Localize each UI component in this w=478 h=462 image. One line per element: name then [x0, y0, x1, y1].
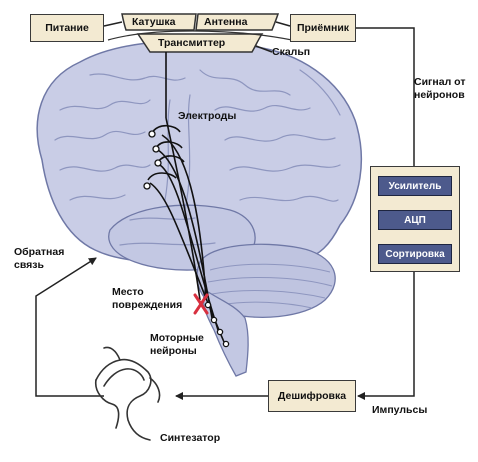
sorting-to-decoding-line: [357, 264, 415, 400]
impulses-label: Импульсы: [372, 404, 428, 416]
electrodes-label: Электроды: [178, 110, 237, 122]
amplifier-box: Усилитель: [378, 176, 452, 196]
transmitter-label: Трансмиттер: [158, 37, 226, 49]
scalp-arc: [107, 30, 293, 41]
coil-label: Катушка: [132, 16, 176, 28]
connectors: [35, 21, 418, 400]
power-box: Питание: [30, 14, 104, 42]
amplifier-label: Усилитель: [388, 180, 442, 192]
scalp-label: Скальп: [272, 46, 311, 58]
vocal-tract-icon: [94, 346, 161, 441]
antenna-to-receiver-line: [275, 21, 291, 27]
adc-box: АЦП: [378, 210, 452, 230]
red-x-icon: [193, 293, 209, 315]
antenna-segment: [195, 13, 280, 31]
receiver-label: Приёмник: [296, 22, 350, 34]
feedback-line: [35, 257, 104, 397]
receiver-to-amplifier-line: [356, 27, 418, 175]
brain-stem: [202, 288, 249, 377]
signal-label: Сигнал от нейронов: [414, 76, 466, 101]
power-to-coil-line: [103, 21, 123, 27]
power-label: Питание: [45, 22, 89, 34]
cortex-folds: [54, 69, 341, 246]
feedback-label: Обратная связь: [14, 246, 65, 271]
injury-label: Место повреждения: [112, 286, 183, 311]
brain-illustration: [36, 40, 363, 377]
antenna-label: Антенна: [204, 16, 248, 28]
electrode-1: [151, 124, 181, 134]
cerebrum: [36, 40, 363, 266]
receiver-box: Приёмник: [290, 14, 356, 42]
electrode-tips: [143, 130, 230, 348]
electrode-3: [157, 155, 185, 163]
scalp-pointer: [255, 45, 273, 53]
headset: [107, 13, 293, 53]
synthesizer-label: Синтезатор: [160, 432, 221, 444]
transmitter-segment: [136, 33, 264, 53]
decoding-label: Дешифровка: [277, 390, 347, 402]
electrode-4: [147, 172, 177, 181]
adc-label: АЦП: [404, 214, 426, 226]
sorting-box: Сортировка: [378, 244, 452, 264]
motor-neurons-label: Моторные нейроны: [150, 332, 204, 357]
coil-segment: [121, 13, 197, 31]
sorting-label: Сортировка: [385, 248, 445, 260]
decoding-box: Дешифровка: [268, 380, 356, 412]
